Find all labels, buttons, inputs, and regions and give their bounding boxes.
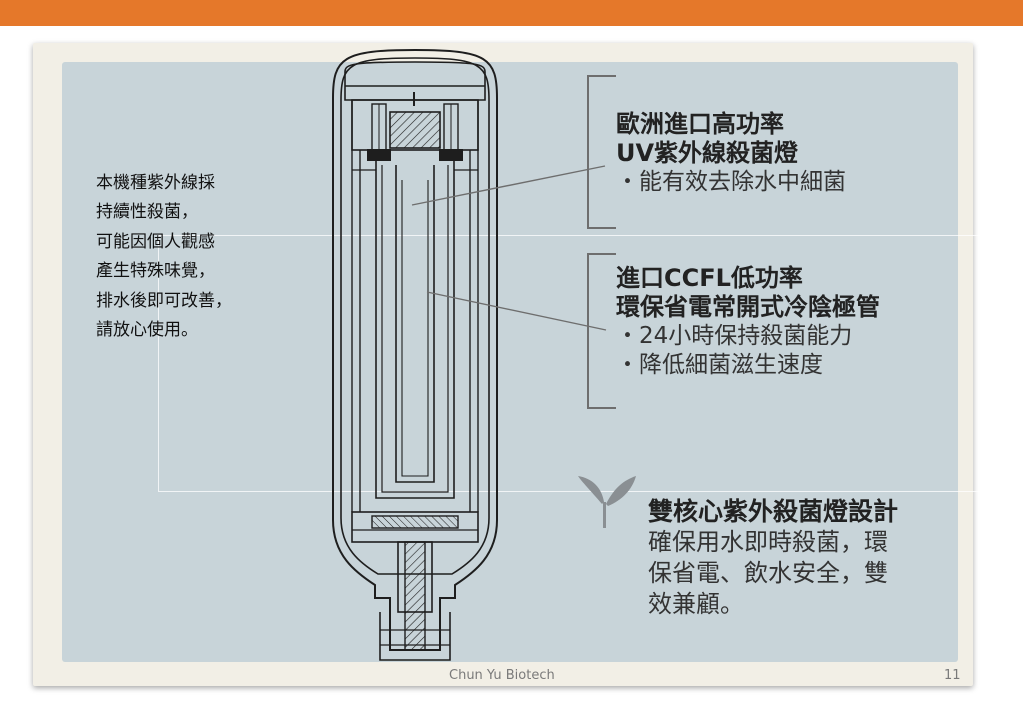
bracket-ccfl [587,253,616,409]
guide-line-vertical [158,235,159,491]
guide-line-horizontal-top [158,235,1023,236]
guide-line-horizontal-bottom [158,491,1023,492]
inner-housing [340,57,490,575]
pointer-line-uv [411,165,606,206]
side-note: 本機種紫外線採 持續性殺菌， 可能因個人觀感 產生特殊味覺， 排水後即可改善， … [96,139,306,346]
quartz-sleeve-inner [381,165,449,493]
nut-left [367,149,391,161]
side-note-line: 本機種紫外線採 [96,172,215,193]
lamp-socket [389,111,441,149]
side-note-line: 可能因個人觀感 [96,231,215,252]
pointer-line-ccfl [426,291,607,331]
top-cap [344,61,486,101]
feature-body: 確保用水即時殺菌，環 保省電、飲水安全，雙 效兼顧。 [648,528,888,618]
uv-lamp-inner [401,180,429,477]
nut-right [439,149,463,161]
callout-uv-title: 歐洲進口高功率 UV紫外線殺菌燈 [616,110,799,167]
callout-ccfl-tube: 進口CCFL低功率 環保省電常開式冷陰極管 ・24小時保持殺菌能力 ・降低細菌滋… [616,264,880,380]
slide-panel [62,62,958,662]
side-note-line: 產生特殊味覺， [96,261,215,281]
side-note-line: 排水後即可改善， [96,290,232,311]
feature-block: 雙核心紫外殺菌燈設計 確保用水即時殺菌，環 保省電、飲水安全，雙 效兼顧。 [648,496,958,620]
top-accent-bar [0,0,1023,26]
callout-ccfl-bullet: ・降低細菌滋生速度 [616,352,823,378]
bottom-seal [371,515,459,529]
outer-housing [332,48,498,651]
outlet-core [404,541,426,651]
callout-ccfl-bullet: ・24小時保持殺菌能力 [616,323,853,349]
callout-uv-lamp: 歐洲進口高功率 UV紫外線殺菌燈 ・能有效去除水中細菌 [616,110,846,197]
uv-lamp-tube [395,165,435,483]
feature-title: 雙核心紫外殺菌燈設計 [648,497,899,526]
callout-uv-bullet: ・能有效去除水中細菌 [616,169,846,195]
side-note-line: 持續性殺菌， [96,202,198,222]
quartz-sleeve [375,160,455,499]
bracket-uv [587,75,616,229]
footer-company: Chun Yu Biotech [449,668,555,683]
page-number: 11 [944,668,961,683]
callout-ccfl-title: 進口CCFL低功率 環保省電常開式冷陰極管 [616,264,880,321]
side-note-line: 請放心使用。 [96,320,198,340]
outlet-nozzle [379,612,451,661]
sprout-icon [578,476,636,528]
